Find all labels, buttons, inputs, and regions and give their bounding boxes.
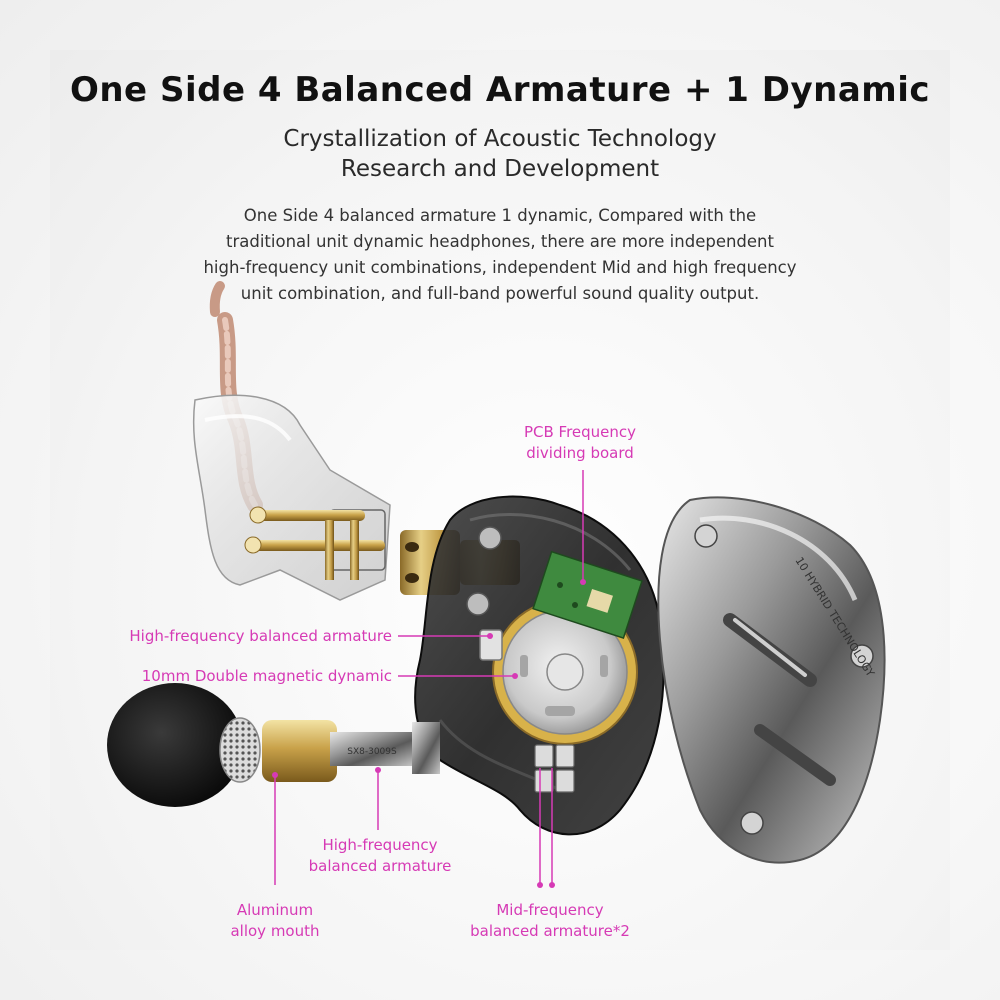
description-line: traditional unit dynamic headphones, the… [226, 232, 774, 251]
dynamic-driver [492, 599, 638, 745]
description-line: One Side 4 balanced armature 1 dynamic, … [243, 206, 757, 225]
callout-text: dividing board [526, 444, 634, 462]
callout-text: PCB Frequency [523, 423, 637, 441]
page-title: One Side 4 Balanced Armature + 1 Dynamic [69, 70, 931, 110]
callout-text: Aluminum [236, 901, 314, 919]
pcb-board [532, 550, 643, 640]
callout-hf-ba-left: High-frequency balanced armature [129, 627, 392, 645]
callout-text: alloy mouth [230, 922, 320, 940]
subtitle-line: Crystallization of Acoustic Technology [283, 126, 717, 152]
hf-balanced-armature [479, 629, 503, 661]
callout-leaders [274, 470, 584, 885]
callout-dots [272, 579, 586, 888]
gold-connector-pins [244, 506, 385, 580]
callout-pcb: PCB Frequency dividing board [500, 422, 660, 464]
description-line: high-frequency unit combinations, indepe… [203, 258, 797, 277]
callout-mid-ba: Mid-frequency balanced armature*2 [450, 900, 650, 942]
page-subtitle: Crystallization of Acoustic Technology R… [200, 124, 800, 184]
callout-text: balanced armature [308, 857, 452, 875]
callout-dynamic: 10mm Double magnetic dynamic [141, 667, 392, 685]
callout-text: High-frequency [322, 836, 438, 854]
description-paragraph: One Side 4 balanced armature 1 dynamic, … [160, 203, 840, 307]
callout-text: balanced armature*2 [470, 922, 630, 940]
ear-tip [107, 683, 261, 807]
metal-faceplate [657, 496, 886, 864]
callout-hf-ba-bottom: High-frequency balanced armature [300, 835, 460, 877]
callout-text: Mid-frequency [496, 901, 604, 919]
description-line: unit combination, and full-band powerful… [240, 284, 760, 303]
callout-aluminum: Aluminum alloy mouth [220, 900, 330, 942]
nozzle-label: SX8-3009S [347, 747, 397, 757]
aluminum-nozzle [262, 720, 440, 782]
clear-connector-housing [192, 394, 391, 601]
subtitle-line: Research and Development [340, 156, 660, 182]
